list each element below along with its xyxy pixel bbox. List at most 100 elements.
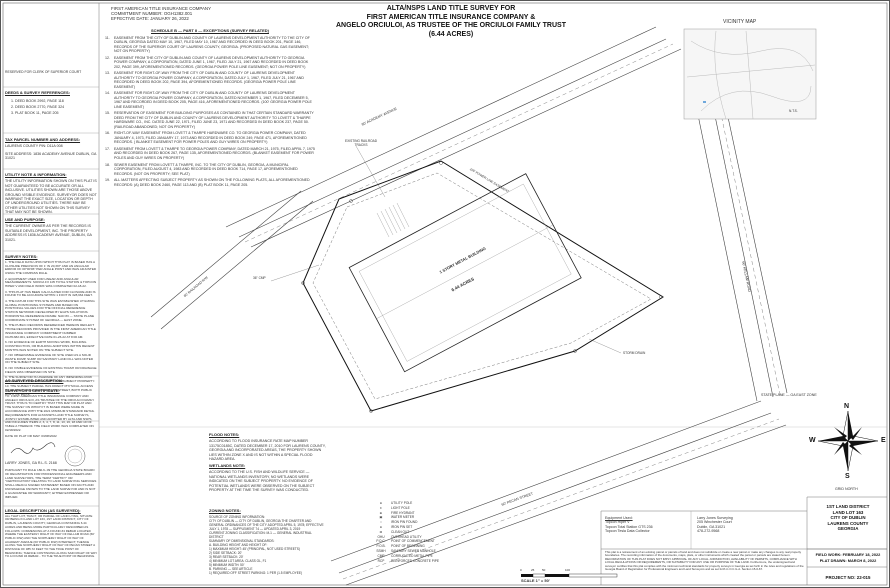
legend-symbol: P.O.C. bbox=[376, 539, 386, 544]
legend-item: ●UTILITY POLE bbox=[371, 501, 481, 506]
utility-text: THE UTILITY INFORMATION SHOWN ON THIS PL… bbox=[5, 179, 97, 215]
clerk-reserved: RESERVED FOR CLERK OF SUPERIOR COURT bbox=[5, 70, 82, 74]
equipment-section: Equipment Used: Topcon Hiper V Topcon To… bbox=[605, 516, 689, 534]
title-block-dates: FIELD WORK: FEBRUARY 18, 2022 PLAT DRAWN… bbox=[809, 552, 887, 564]
disclaimer-text: This plat is a retracement of an existin… bbox=[605, 550, 804, 572]
deed-ref-3: 3. PLAT BOOK 11, PAGE 205 bbox=[11, 111, 59, 116]
schedule-item: 18. SEWER EASEMENT FROM LOVETT & THARPE, … bbox=[105, 163, 315, 176]
tax-heading: TAX PARCEL NUMBER AND ADDRESS: bbox=[5, 137, 81, 142]
survey-note: 2. EQUIPMENT USED FOR LINEAR AND ANGULAR… bbox=[5, 276, 97, 289]
scale-tick-100: 100 bbox=[565, 568, 571, 572]
flood-heading: FLOOD NOTES: bbox=[209, 432, 240, 437]
zoning-line: 1) MAXIMUM HEIGHT: 45' (PRINCIPAL, NOT U… bbox=[209, 547, 300, 551]
legend-symbol: OHU bbox=[377, 534, 385, 539]
firm-name: Larry Jones Surveying bbox=[697, 516, 733, 520]
schedule-item-number: 16. bbox=[105, 131, 110, 136]
legend-label: UTILITY POLE bbox=[391, 501, 413, 505]
title-block-location: 1ST LAND DISTRICT LAND LOT 163 CITY OF D… bbox=[809, 504, 887, 532]
firm-phone: 478-272-9568 bbox=[697, 529, 720, 534]
survey-title: ALTA/NSPS LAND TITLE SURVEY FOR FIRST AM… bbox=[301, 5, 601, 39]
schedule-item: 13.EASEMENT FOR RIGHT-OF-WAY FROM THE CI… bbox=[105, 71, 315, 89]
certificate-section: SURVEYOR'S CERTIFICATE: TO: FIRST AMERIC… bbox=[5, 389, 97, 439]
deeds-section: DEEDS & SURVEY REFERENCES: 1. DEED BOOK … bbox=[5, 90, 97, 116]
zoning-line: 3) REAR SETBACK: 20' bbox=[209, 555, 244, 559]
scale-text: SCALE 1" = 50' bbox=[521, 578, 550, 583]
legend-item: ▣WATER METER bbox=[371, 515, 481, 520]
legend-symbol: ⊠ bbox=[379, 529, 383, 534]
as-surveyed-heading: AS SURVEYED DESCRIPTION: bbox=[5, 378, 64, 383]
legend-item: ●IRON PIN SET bbox=[371, 525, 481, 530]
zoning-line: 5) MINIMUM WIDTH: 50' bbox=[209, 563, 245, 567]
utility-section: UTILITY NOTE & INFORMATION: THE UTILITY … bbox=[5, 172, 97, 215]
certificate-heading: SURVEYOR'S CERTIFICATE: bbox=[5, 388, 60, 393]
zoning-line: A. BUILDING HEIGHT AND HEIGHT OF: bbox=[209, 543, 268, 547]
schedule-b-list: 11.EASEMENT FROM THE CITY OF DUBLIN AND … bbox=[105, 36, 315, 187]
zoning-line: CURRENT ZONING CLASSIFICATION: M-1 — GEN… bbox=[209, 531, 312, 539]
zoning-line: CITY OF DUBLIN — CITY OF DUBLIN, GEORGIA… bbox=[209, 519, 324, 531]
tb-landlot: LAND LOT 163 bbox=[832, 509, 864, 515]
schedule-b-heading: SCHEDULE B — PART II — EXCEPTIONS (SURVE… bbox=[151, 28, 269, 33]
commitment-number: COMMITMENT NUMBER: OGH1382.001 bbox=[111, 11, 193, 16]
commitment-header: FIRST AMERICAN TITLE INSURANCE COMPANY C… bbox=[111, 6, 211, 21]
schedule-item-text: ALL MATTERS AFFECTING SUBJECT PROPERTY A… bbox=[114, 178, 310, 187]
pursuant-text: PURSUANT TO RULE 180-6-.09 THE GEORGIA S… bbox=[5, 468, 97, 499]
surveyor-name: LARRY JONES, GA R.L.S. 2168 bbox=[5, 461, 57, 465]
schedule-item: 17.EASEMENT FROM LOVETT & THARPE TO GEOR… bbox=[105, 147, 315, 160]
schedule-item: 16. RIGHT-OF-WAY EASEMENT FROM LOVETT & T… bbox=[105, 131, 315, 144]
legend-label: IRON PIN FOUND bbox=[391, 520, 418, 525]
survey-note: 1. THE FIELD DATA UPON WHICH THIS PLAT I… bbox=[5, 259, 97, 276]
grid-north-label: GRID NORTH bbox=[835, 487, 858, 491]
legend-item: P.O.B.POINT OF BEGINNING bbox=[371, 544, 481, 549]
compass-e: E bbox=[881, 437, 886, 444]
tb-city: CITY OF DUBLIN bbox=[830, 515, 866, 521]
schedule-item-number: 15. bbox=[105, 111, 110, 116]
tb-project-no: PROJECT NO: 22-015 bbox=[825, 575, 871, 580]
legal-section: LEGAL DESCRIPTION (AS SURVEYED): ALL THA… bbox=[5, 509, 97, 559]
schedule-item-text: RIGHT-OF-WAY EASEMENT FROM LOVETT & THAR… bbox=[114, 131, 307, 145]
use-heading: USE AND PURPOSE: bbox=[5, 217, 45, 222]
legal-text: ALL THAT LOT, TRACT, OR PARCEL OF LAND L… bbox=[5, 513, 98, 559]
effective-date: EFFECTIVE DATE: JANUARY 26, 2022 bbox=[111, 16, 189, 21]
flood-section: FLOOD NOTES: ACCORDING TO FLOOD INSURANC… bbox=[209, 432, 327, 461]
schedule-item: 11.EASEMENT FROM THE CITY OF DUBLIN AND … bbox=[105, 36, 315, 54]
legend-label: LIGHT POLE bbox=[391, 505, 410, 510]
deeds-heading: DEEDS & SURVEY REFERENCES: bbox=[5, 90, 70, 95]
wetlands-heading: WETLANDS NOTE: bbox=[209, 463, 246, 468]
zoning-line: SOURCE OF ZONING INFORMATION: bbox=[209, 515, 266, 519]
vicinity-map-scale: N.T.S. bbox=[789, 109, 798, 113]
company-name: FIRST AMERICAN TITLE INSURANCE COMPANY bbox=[111, 6, 212, 11]
schedule-item-number: 14. bbox=[105, 91, 110, 96]
legend-label: POINT OF BEGINNING bbox=[391, 544, 425, 549]
schedule-b-section: SCHEDULE B — PART II — EXCEPTIONS (SURVE… bbox=[105, 28, 315, 187]
equipment-heading: Equipment Used: bbox=[605, 516, 633, 520]
railroad-tracks-callout: EXISTING RAILROAD TRACKS bbox=[344, 139, 378, 148]
equipment-3: Topcon Tesla Data Collector bbox=[605, 529, 650, 534]
schedule-item-number: 11. bbox=[105, 35, 110, 40]
schedule-item-number: 12. bbox=[105, 55, 110, 60]
vicinity-map-title: VICINITY MAP bbox=[723, 19, 757, 25]
schedule-item-number: 19. bbox=[105, 178, 110, 183]
legal-heading: LEGAL DESCRIPTION (AS SURVEYED): bbox=[5, 508, 81, 513]
schedule-item-text: SEWER EASEMENT FROM LOVETT & THARPE, INC… bbox=[114, 162, 298, 176]
survey-note: 5. THE PUBLIC RECORDS REFERENCED HEREON … bbox=[5, 323, 96, 339]
firm-section: Larry Jones Surveying 205 Winchester Cou… bbox=[697, 516, 801, 534]
zoning-list: SOURCE OF ZONING INFORMATION:CITY OF DUB… bbox=[209, 515, 327, 575]
site-address: SITE ADDRESS: 1836 ACADEMY AVENUE DUBLIN… bbox=[5, 151, 97, 161]
pipe-label: 36" CMP bbox=[253, 276, 266, 280]
schedule-item-number: 18. bbox=[105, 162, 110, 167]
schedule-item-text: RESERVATION OF EASEMENT FOR BUILDING PUR… bbox=[114, 111, 314, 129]
schedule-item: 14.EASEMENT FOR RIGHT-OF-WAY FROM THE CI… bbox=[105, 91, 315, 109]
survey-note: 10. THE SUBJECT PARCEL HAS DIRECT PHYSIC… bbox=[5, 384, 94, 396]
legend-label: POINT OF COMMENCEMENT bbox=[391, 539, 435, 544]
survey-note: 8. NO VISIBLE EVIDENCE OF EXISTING TRASH… bbox=[5, 365, 97, 374]
certificate-text: TO: FIRST AMERICAN TITLE INSURANCE COMPA… bbox=[5, 393, 95, 432]
zoning-line: 4) MINIMUM LOT AREA: CLASS OL, F1 bbox=[209, 559, 267, 563]
legend-symbol: RCP bbox=[377, 558, 385, 563]
legend-symbol: ● bbox=[380, 524, 382, 529]
title-line-1: ALTA/NSPS LAND TITLE SURVEY FOR bbox=[386, 5, 516, 12]
tb-district: 1ST LAND DISTRICT bbox=[826, 504, 870, 509]
legend-item: ⊕FIRE HYDRANT bbox=[371, 511, 481, 516]
schedule-item: 12.EASEMENT FROM THE CITY OF DUBLIN AND … bbox=[105, 56, 315, 69]
zoning-line: 2) SIDE SETBACK: 20' bbox=[209, 551, 242, 555]
